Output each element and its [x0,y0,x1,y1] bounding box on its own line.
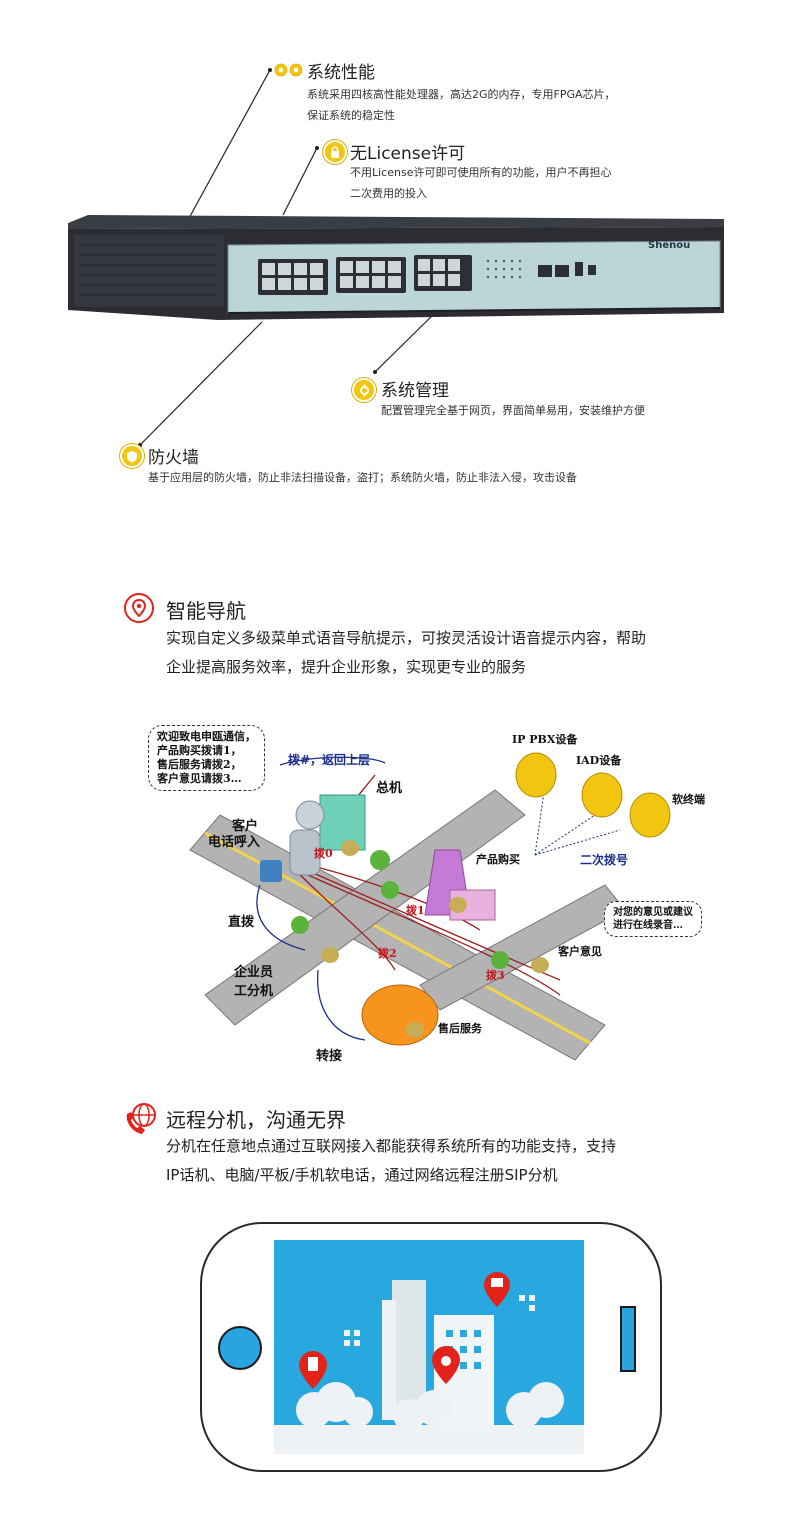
shield-icon [120,444,144,468]
label-direct: 直拨 [228,915,255,930]
leader-lines [138,68,441,447]
feature-title-management: 系统管理 [381,381,449,401]
label-dial2: 拨2 [378,947,397,960]
label-opinion: 客户意见 [558,945,602,958]
diagram-roads [189,752,671,1061]
label-dial3: 拨3 [486,969,505,982]
remote-desc: 分机在任意地点通过互联网接入都能获得系统所有的功能支持，支持 IP话机、电脑/平… [166,1137,617,1184]
wrench-icon [352,378,376,402]
label-incoming: 电话呼入 [208,835,261,850]
feature-title-license: 无License许可 [350,144,466,164]
feature-desc-performance: 系统采用四核高性能处理器，高达2G的内存，专用FPGA芯片， 保证系统的稳定性 [307,88,616,122]
gear-icon [272,60,306,80]
speaker-slot [620,1306,636,1372]
phone-screen [274,1240,584,1454]
nav-desc: 实现自定义多级菜单式语音导航提示，可按灵活设计语音提示内容，帮助 企业提高服务效… [166,629,647,676]
label-purchase: 产品购买 [476,853,520,866]
label-transfer: 转接 [316,1049,343,1064]
label-back: 拨#，返回上层 [288,753,371,767]
label-after-sales: 售后服务 [438,1022,482,1035]
label-ext-1: 企业员 [234,965,274,980]
remote-title: 远程分机，沟通无界 [166,1108,346,1132]
lock-icon [323,140,347,164]
label-softphone: 软终端 [672,793,705,806]
location-pin-icon [124,593,154,623]
label-dial1: 拨1 [406,904,425,917]
globe-phone-icon [124,1102,158,1136]
label-iad: IAD设备 [576,754,622,767]
device-brand: Shenou [648,240,691,251]
ivr-diagram: 欢迎致电申瓯通信， 产品购买拨请1， 售后服务请拨2， 客户意见请拨3… 拨#，… [140,715,740,1075]
label-ext-2: 工分机 [234,984,274,999]
ivr-greeting-bubble: 欢迎致电申瓯通信， 产品购买拨请1， 售后服务请拨2， 客户意见请拨3… [148,725,265,791]
nav-title: 智能导航 [166,599,246,623]
phone-illustration [200,1222,662,1472]
feature-title-firewall: 防火墙 [148,448,199,468]
label-dial0: 拨0 [314,847,333,860]
feature-desc-license: 不用License许可即可使用所有的功能，用户不再担心 二次费用的投入 [350,166,612,200]
feature-desc-firewall: 基于应用层的防火墙，防止非法扫描设备，盗打；系统防火墙，防止非法入侵，攻击设备 [148,471,577,484]
label-ippbx: IP PBX设备 [512,733,578,746]
label-customer: 客户 [232,819,259,834]
label-hq: 总机 [376,781,403,796]
home-button [218,1326,262,1370]
label-second-dial: 二次拨号 [580,853,629,867]
feature-title-performance: 系统性能 [307,63,375,83]
device-image: Shenou [68,215,724,320]
feature-desc-management: 配置管理完全基于网页，界面简单易用，安装维护方便 [381,404,645,417]
record-bubble: 对您的意见或建议 进行在线录音… [604,901,702,937]
